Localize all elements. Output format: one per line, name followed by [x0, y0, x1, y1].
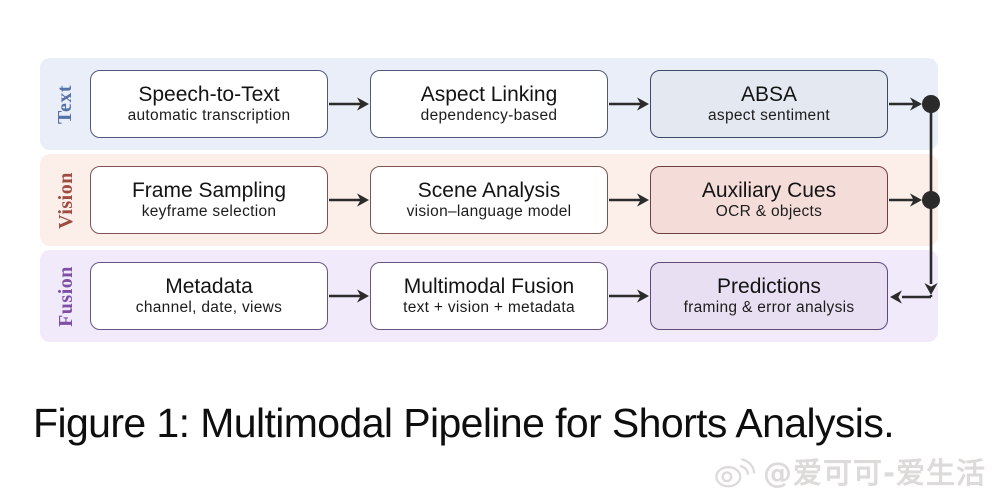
node-subtitle: keyframe selection [141, 203, 277, 221]
node-predictions: Predictions framing & error analysis [650, 262, 888, 330]
row-label-text: Text [40, 58, 92, 150]
node-metadata: Metadata channel, date, views [90, 262, 328, 330]
node-speech-to-text: Speech-to-Text automatic transcription [90, 70, 328, 138]
node-aspect-linking: Aspect Linking dependency-based [370, 70, 608, 138]
node-title: ABSA [740, 83, 798, 107]
node-title: Aspect Linking [420, 83, 558, 107]
node-subtitle: OCR & objects [715, 203, 823, 221]
node-title: Scene Analysis [417, 179, 561, 203]
node-subtitle: channel, date, views [135, 299, 283, 317]
node-title: Frame Sampling [131, 179, 287, 203]
row-label-fusion-value: Fusion [54, 265, 77, 327]
row-band-text: Text Speech-to-Text automatic transcript… [40, 58, 938, 150]
node-title: Auxiliary Cues [701, 179, 837, 203]
node-multimodal-fusion: Multimodal Fusion text + vision + metada… [370, 262, 608, 330]
node-absa: ABSA aspect sentiment [650, 70, 888, 138]
row-label-fusion: Fusion [40, 250, 92, 342]
row-band-vision: Vision Frame Sampling keyframe selection… [40, 154, 938, 246]
row-band-fusion: Fusion Metadata channel, date, views Mul… [40, 250, 938, 342]
watermark-text: @爱可可-爱生活 [762, 456, 986, 490]
node-frame-sampling: Frame Sampling keyframe selection [90, 166, 328, 234]
node-subtitle: dependency-based [420, 107, 558, 125]
node-subtitle: vision–language model [406, 203, 572, 221]
node-auxiliary-cues: Auxiliary Cues OCR & objects [650, 166, 888, 234]
weibo-logo-icon [715, 458, 756, 488]
node-subtitle: text + vision + metadata [403, 299, 575, 317]
node-title: Metadata [165, 275, 253, 299]
row-label-vision: Vision [40, 154, 92, 246]
row-label-text-value: Text [54, 84, 77, 124]
node-title: Speech-to-Text [138, 83, 280, 107]
row-label-vision-value: Vision [54, 171, 77, 229]
node-scene-analysis: Scene Analysis vision–language model [370, 166, 608, 234]
node-subtitle: aspect sentiment [708, 107, 830, 125]
watermark: @爱可可-爱生活 [714, 450, 986, 492]
node-title: Predictions [717, 275, 821, 299]
figure-caption: Figure 1: Multimodal Pipeline for Shorts… [33, 400, 895, 446]
node-subtitle: framing & error analysis [683, 299, 855, 317]
node-subtitle: automatic transcription [127, 107, 291, 125]
node-title: Multimodal Fusion [403, 275, 575, 299]
